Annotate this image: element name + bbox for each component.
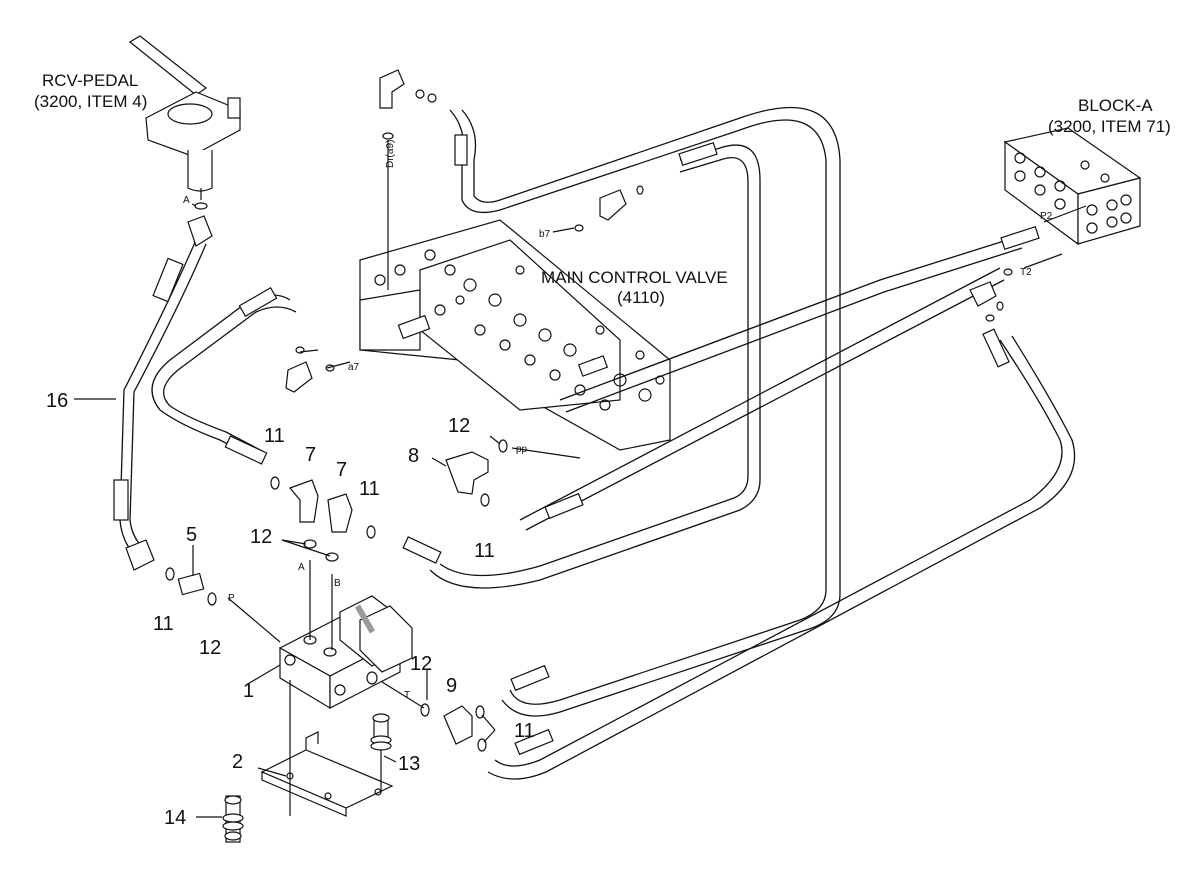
callout-11-c: 11: [474, 540, 495, 562]
callout-12-a: 12: [448, 415, 470, 437]
callout-16: 16: [46, 390, 68, 412]
port-label-b7: b7: [539, 229, 551, 240]
callout-8: 8: [408, 445, 419, 467]
callout-1: 1: [243, 680, 254, 702]
callout-7-b: 7: [336, 459, 347, 481]
callout-12-c: 12: [199, 637, 221, 659]
callout-14: 14: [164, 807, 186, 829]
mcv-title: MAIN CONTROL VALVE: [541, 268, 728, 287]
callout-5: 5: [186, 524, 197, 546]
callout-12-d: 12: [410, 653, 432, 675]
port-label-a-pedal: A: [183, 195, 190, 206]
callout-12-b: 12: [250, 526, 272, 548]
rcv-pedal-title: RCV-PEDAL: [42, 71, 138, 90]
port-label-p2: P2: [1040, 211, 1053, 222]
port-label-dr-a9: Dr(a9): [385, 140, 396, 168]
port-label-a7: a7: [348, 362, 360, 373]
hoses: [113, 106, 1076, 780]
callout-7-a: 7: [305, 444, 316, 466]
port-label-block-b: B: [334, 578, 341, 589]
callout-2: 2: [232, 751, 243, 773]
leader-lines: [74, 203, 1087, 818]
main-control-valve: [359, 219, 671, 451]
callout-11-e: 11: [514, 720, 535, 742]
callout-11-b: 11: [359, 478, 380, 500]
callout-9: 9: [446, 675, 457, 697]
bolts: [222, 713, 392, 843]
rcv-pedal-ref: (3200, ITEM 4): [34, 92, 147, 111]
callout-numbers: 16 11 7 7 11 12 8 11 12 5 11 12 12 1 9 1…: [46, 390, 535, 829]
callout-13: 13: [398, 753, 420, 775]
mcv-ref: (4110): [617, 288, 665, 307]
component-labels: RCV-PEDAL (3200, ITEM 4) BLOCK-A (3200, …: [34, 71, 1171, 307]
callout-11-d: 11: [153, 613, 174, 635]
port-label-block-t: T: [404, 690, 410, 701]
port-label-pp: pp: [516, 444, 528, 455]
fittings: [125, 69, 1013, 752]
block-a-ref: (3200, ITEM 71): [1048, 117, 1171, 136]
bracket: [260, 731, 394, 817]
port-label-t2: T2: [1020, 267, 1032, 278]
junction-block: [278, 595, 413, 710]
block-a: [1003, 127, 1142, 246]
callout-11-a: 11: [264, 425, 285, 447]
rcv-pedal: [128, 35, 241, 210]
port-label-block-a: A: [298, 562, 305, 573]
port-labels: A Dr(a9) b7 P2 T2 a7 pp A B P T: [183, 140, 1053, 701]
port-label-block-p: P: [228, 593, 235, 604]
block-a-title: BLOCK-A: [1078, 96, 1153, 115]
